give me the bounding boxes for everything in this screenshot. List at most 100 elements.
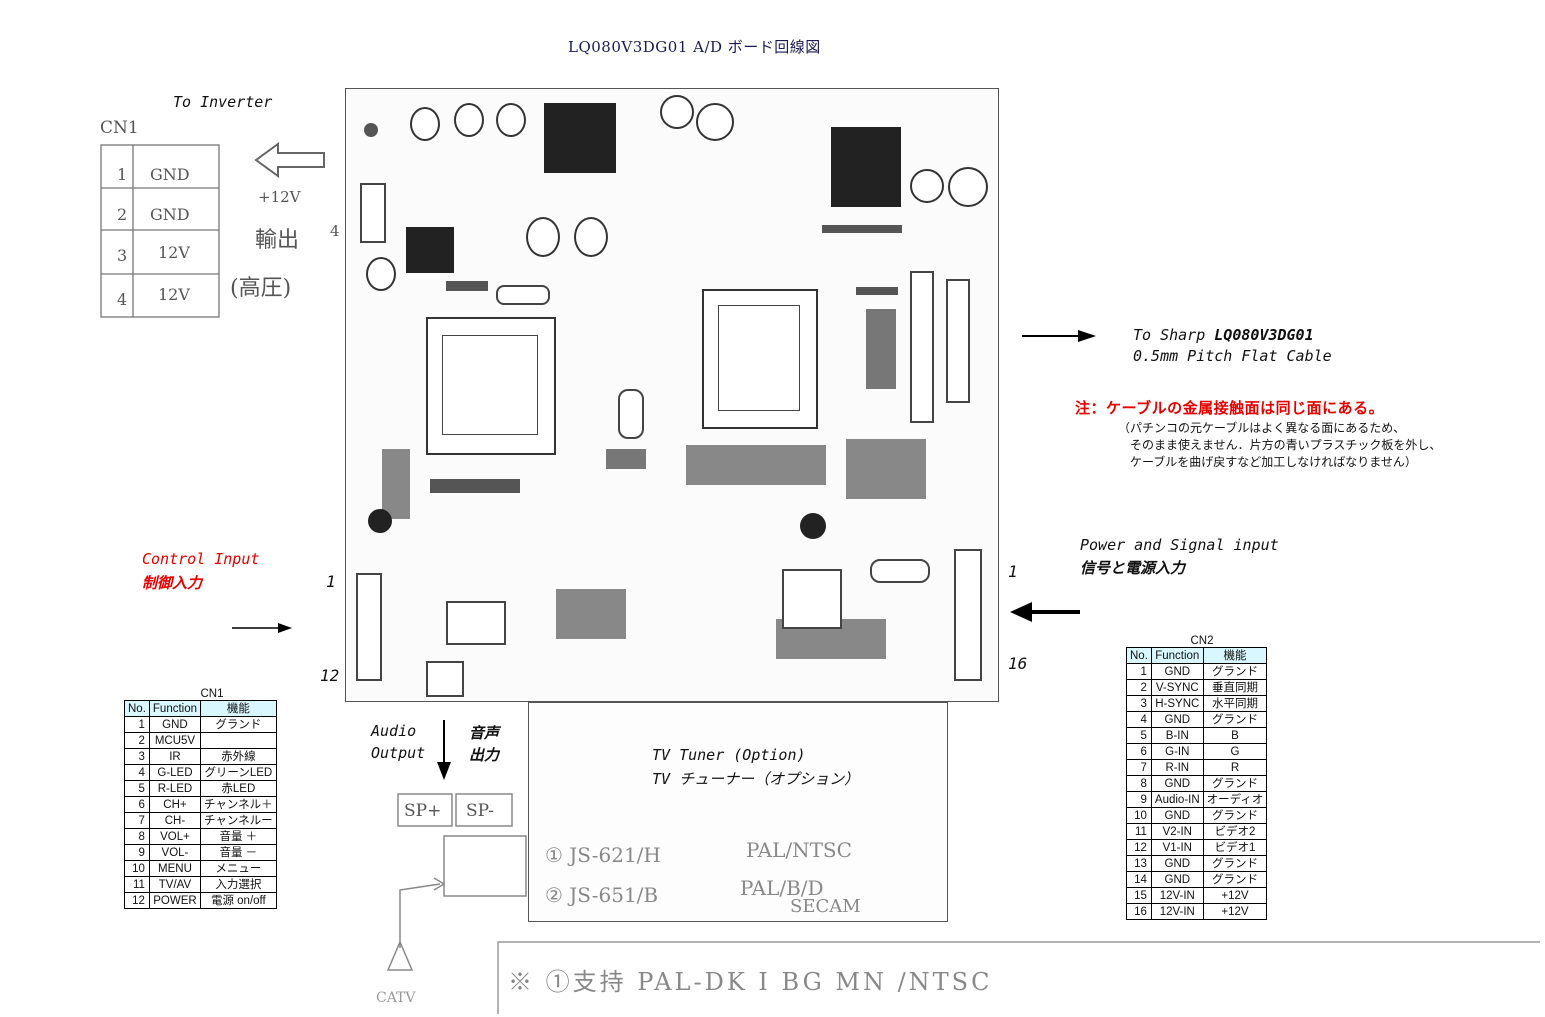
capacitor	[660, 95, 694, 129]
page-title: LQ080V3DG01 A/D ボード回線図	[568, 38, 821, 56]
tuner-option-1-std: PAL/NTSC	[746, 838, 852, 862]
capacitor	[696, 103, 734, 141]
smd-pads	[866, 309, 896, 389]
audio-output-jp-2: 出力	[469, 746, 500, 764]
crystal	[618, 389, 644, 439]
cn1-table-caption: CN1	[200, 688, 224, 700]
cell: GND	[1150, 711, 1204, 728]
smd-pads	[846, 439, 926, 499]
capacitor	[454, 103, 484, 137]
smd-pads	[606, 449, 646, 469]
cell: 10	[124, 860, 150, 877]
cell: 9	[124, 844, 150, 861]
cn1-pin-last: 12	[320, 666, 340, 685]
cable-note-line-2: そのまま使えません．片方の青いプラスチック板を外し、	[1130, 438, 1442, 452]
hand-cn1-no-1: 1	[117, 165, 128, 184]
catv-label: CATV	[376, 990, 416, 1006]
capacitor	[496, 103, 526, 137]
cn2-signal-connector	[954, 549, 982, 681]
cn1-header-jp: 機能	[200, 700, 277, 717]
cell: 8	[124, 828, 150, 845]
cell: B-IN	[1150, 727, 1204, 744]
cell: 10	[1126, 807, 1152, 824]
cell: チャンネル＋	[200, 796, 277, 813]
cell: G	[1202, 743, 1268, 760]
cell: R-IN	[1150, 759, 1204, 776]
cell: TV/AV	[148, 876, 202, 893]
audio-output-label-1: Audio	[371, 722, 417, 740]
cell: 11	[1126, 823, 1152, 840]
hand-cn1-no-3: 3	[117, 246, 128, 265]
cn2-header-no: No.	[1126, 647, 1152, 664]
smd-pads	[856, 287, 898, 295]
hand-high-voltage-label: (高圧)	[230, 276, 292, 301]
cell: 12V-IN	[1150, 903, 1204, 920]
tuner-ic	[782, 569, 842, 629]
cell: GND	[1150, 775, 1204, 792]
smd-pads	[556, 589, 626, 639]
cell: 13	[1126, 855, 1152, 872]
hand-output-label: 輸出	[255, 228, 300, 253]
cell: B	[1202, 727, 1268, 744]
cn1-control-connector	[356, 573, 382, 681]
cell: 12	[1126, 839, 1152, 856]
mount-hole	[800, 513, 826, 539]
cell: ビデオ1	[1202, 839, 1268, 856]
audio-output-label-2: Output	[371, 744, 426, 762]
cell: グリーンLED	[200, 764, 277, 781]
cell: 6	[124, 796, 150, 813]
control-input-label-jp: 制御入力	[142, 574, 203, 592]
cell: G-LED	[148, 764, 202, 781]
cell: +12V	[1202, 887, 1268, 904]
power-ic-2	[831, 127, 901, 207]
bottom-handwritten-note: ※ ①支持 PAL-DK I BG MN /NTSC	[508, 968, 993, 996]
hand-cn1-func-2: GND	[150, 205, 190, 224]
decoder-chip-core	[442, 335, 538, 435]
capacitor	[526, 217, 560, 257]
cell: 5	[1126, 727, 1152, 744]
cell: グランド	[1202, 711, 1268, 728]
cell: チャンネルー	[200, 812, 277, 829]
to-sharp-model: LQ080V3DG01	[1214, 326, 1314, 344]
tuner-option-2-std: PAL/B/D	[740, 876, 824, 900]
cell: GND	[148, 716, 202, 733]
cn1-header-function: Function	[148, 700, 202, 717]
cell: 水平同期	[1202, 695, 1268, 712]
to-sharp-arrow-icon	[1022, 330, 1096, 342]
cell: 電源 on/off	[200, 892, 277, 909]
capacitor	[366, 257, 396, 291]
smd-pads	[382, 449, 410, 519]
cell: 5	[124, 780, 150, 797]
power-signal-arrow-icon	[1010, 602, 1080, 622]
cell: VOL+	[148, 828, 202, 845]
cell: グランド	[1202, 775, 1268, 792]
cell: 3	[124, 748, 150, 765]
inverter-arrow-icon	[254, 142, 325, 178]
cn2-header-jp: 機能	[1202, 647, 1268, 664]
pcb-board	[345, 88, 999, 702]
cell: R	[1202, 759, 1268, 776]
cell: 1	[124, 716, 150, 733]
cell: V1-IN	[1150, 839, 1204, 856]
cell: グランド	[1202, 663, 1268, 680]
cell: VOL-	[148, 844, 202, 861]
catv-wiring-sketch	[386, 835, 527, 971]
